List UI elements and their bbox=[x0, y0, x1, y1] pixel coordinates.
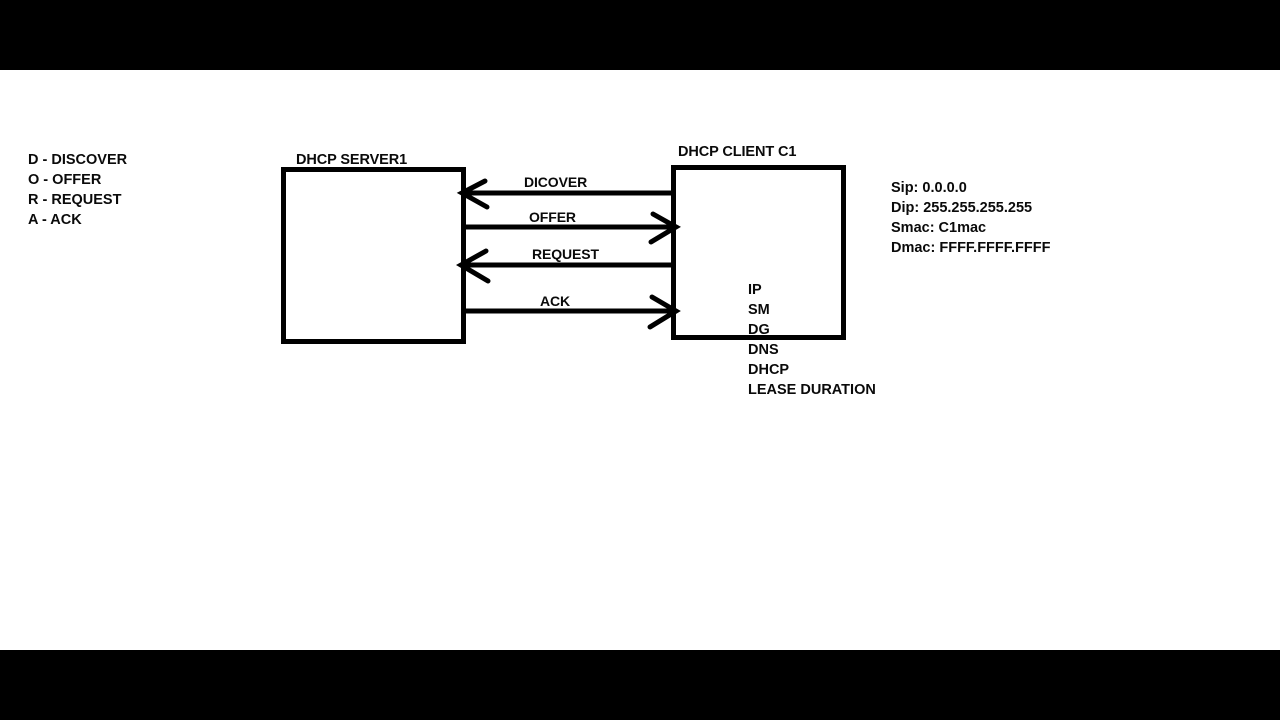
client-config-field-list: IP SM DG DNS DHCP LEASE DURATION bbox=[748, 280, 876, 400]
client-node-label: DHCP CLIENT C1 bbox=[678, 144, 797, 160]
arrow-label-ack: ACK bbox=[540, 293, 571, 309]
whiteboard-canvas: D - DISCOVER O - OFFER R - REQUEST A - A… bbox=[0, 70, 1280, 650]
packet-info-destination-mac: Dmac: FFFF.FFFF.FFFF bbox=[891, 240, 1051, 256]
server-node-label: DHCP SERVER1 bbox=[296, 152, 408, 168]
legend-item-discover: D - DISCOVER bbox=[28, 152, 128, 168]
client-field-sm: SM bbox=[748, 302, 770, 318]
message-arrows-layer bbox=[455, 178, 681, 330]
client-field-ip: IP bbox=[748, 282, 762, 298]
dhcp-client-node bbox=[671, 165, 846, 340]
arrow-label-offer: OFFER bbox=[529, 209, 576, 225]
abbreviation-legend: D - DISCOVER O - OFFER R - REQUEST A - A… bbox=[28, 150, 127, 230]
packet-info-destination-ip: Dip: 255.255.255.255 bbox=[891, 200, 1033, 216]
letterbox-top-bar bbox=[0, 0, 1280, 70]
arrow-discover bbox=[456, 178, 673, 210]
arrow-label-discover: DICOVER bbox=[524, 174, 588, 190]
client-field-dhcp: DHCP bbox=[748, 362, 790, 378]
legend-item-ack: A - ACK bbox=[28, 212, 82, 228]
legend-item-offer: O - OFFER bbox=[28, 172, 102, 188]
packet-info-source-ip: Sip: 0.0.0.0 bbox=[891, 180, 967, 196]
packet-info-source-mac: Smac: C1mac bbox=[891, 220, 987, 236]
letterbox-bottom-bar bbox=[0, 650, 1280, 720]
dhcp-server-node bbox=[281, 167, 466, 344]
arrow-request bbox=[455, 248, 673, 284]
client-field-dg: DG bbox=[748, 322, 770, 338]
client-field-dns: DNS bbox=[748, 342, 779, 358]
arrow-label-request: REQUEST bbox=[532, 246, 599, 262]
legend-item-request: R - REQUEST bbox=[28, 192, 122, 208]
packet-header-info: Sip: 0.0.0.0 Dip: 255.255.255.255 Smac: … bbox=[891, 178, 1050, 258]
arrow-ack bbox=[466, 294, 681, 330]
client-field-lease-duration: LEASE DURATION bbox=[748, 382, 876, 398]
arrow-offer bbox=[466, 211, 681, 245]
